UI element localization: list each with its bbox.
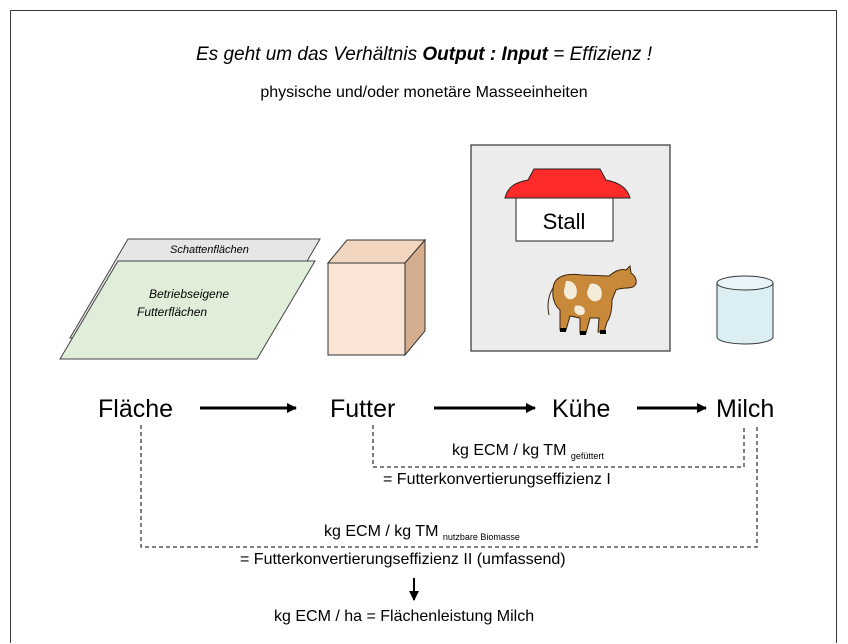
bracket-futter-milch: [372, 425, 745, 468]
stage-milch: Milch: [716, 395, 775, 423]
subtitle: physische und/oder monetäre Masseeinheit…: [260, 84, 588, 101]
milk-cylinder-shape: [716, 275, 774, 345]
own-area-label-line2: Futterflächen: [137, 305, 207, 319]
diagram-frame: [10, 10, 837, 643]
stall-roof: [504, 168, 631, 199]
cow-icon: [547, 264, 637, 335]
stall-label: Stall: [543, 209, 586, 234]
bracket-flaeche-milch: [140, 425, 758, 548]
stage-futter: Futter: [330, 395, 396, 423]
efficiency-2-name: = Futterkonvertierungseffizienz II (umfa…: [240, 551, 566, 568]
efficiency-2-formula: kg ECM / kg TM nutzbare Biomasse: [324, 523, 520, 542]
shadow-area-label: Schattenflächen: [170, 244, 249, 256]
own-area-label-line1: Betriebseigene: [149, 287, 229, 301]
feed-cube-shape: [326, 238, 427, 357]
headline: Es geht um das Verhältnis Output : Input…: [196, 44, 652, 65]
stall-sign: [515, 197, 614, 242]
own-area-shape: [59, 260, 316, 360]
stage-flaeche: Fläche: [98, 395, 174, 423]
result-line: kg ECM / ha = Flächenleistung Milch: [274, 608, 535, 625]
efficiency-1-formula: kg ECM / kg TM gefüttert: [452, 442, 604, 461]
stage-kuehe: Kühe: [552, 395, 611, 423]
efficiency-1-name: = Futterkonvertierungseffizienz I: [383, 471, 611, 488]
